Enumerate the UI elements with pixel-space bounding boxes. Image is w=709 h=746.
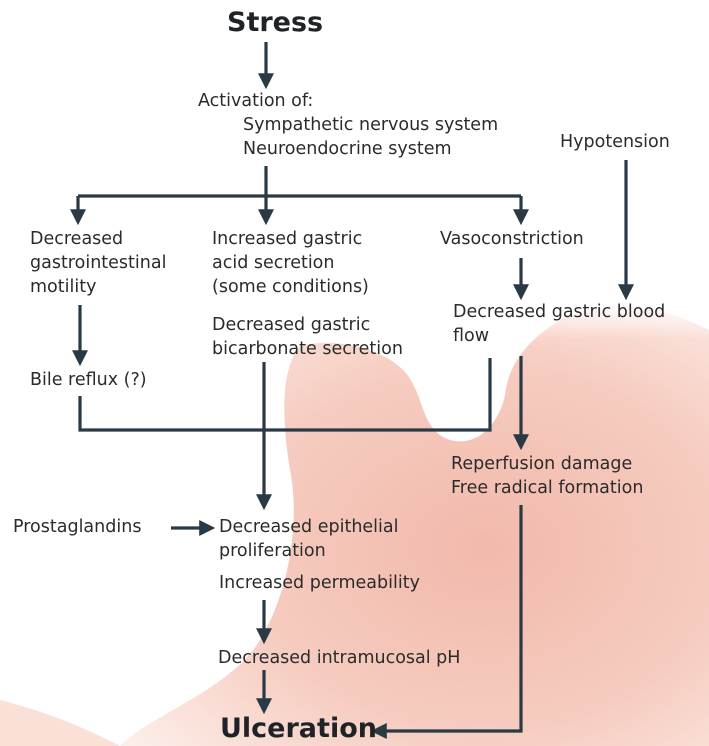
bile-reflux-label: Bile reflux (?)	[30, 369, 147, 392]
stress-title: Stress	[227, 8, 323, 38]
vasoconstriction-label: Vasoconstriction	[440, 228, 584, 251]
motility-line-1: Decreased	[30, 228, 123, 251]
prostaglandins-label: Prostaglandins	[13, 516, 141, 539]
neuroendocrine-system-label: Neuroendocrine system	[243, 138, 452, 161]
blood-flow-line-1: Decreased gastric blood	[453, 301, 665, 324]
epithelial-line-2: proliferation	[219, 540, 326, 563]
activation-heading: Activation of:	[198, 90, 313, 113]
bicarbonate-line-2: bicarbonate secretion	[212, 338, 403, 361]
acid-line-1: Increased gastric	[212, 228, 362, 251]
sympathetic-system-label: Sympathetic nervous system	[243, 114, 498, 137]
epithelial-line-1: Decreased epithelial	[219, 516, 399, 539]
motility-line-2: gastrointestinal	[30, 252, 166, 275]
hypotension-label: Hypotension	[560, 131, 670, 154]
reperfusion-line-1: Reperfusion damage	[451, 453, 632, 476]
reperfusion-line-2: Free radical formation	[451, 477, 643, 500]
blood-flow-line-2: flow	[453, 325, 489, 348]
bicarbonate-line-1: Decreased gastric	[212, 314, 370, 337]
acid-line-2: acid secretion	[212, 252, 334, 275]
ulceration-outcome: Ulceration	[220, 714, 377, 744]
acid-line-3: (some conditions)	[212, 276, 369, 299]
permeability-label: Increased permeability	[219, 572, 420, 595]
motility-line-3: motility	[30, 276, 96, 299]
intramucosal-ph-label: Decreased intramucosal pH	[218, 647, 460, 670]
